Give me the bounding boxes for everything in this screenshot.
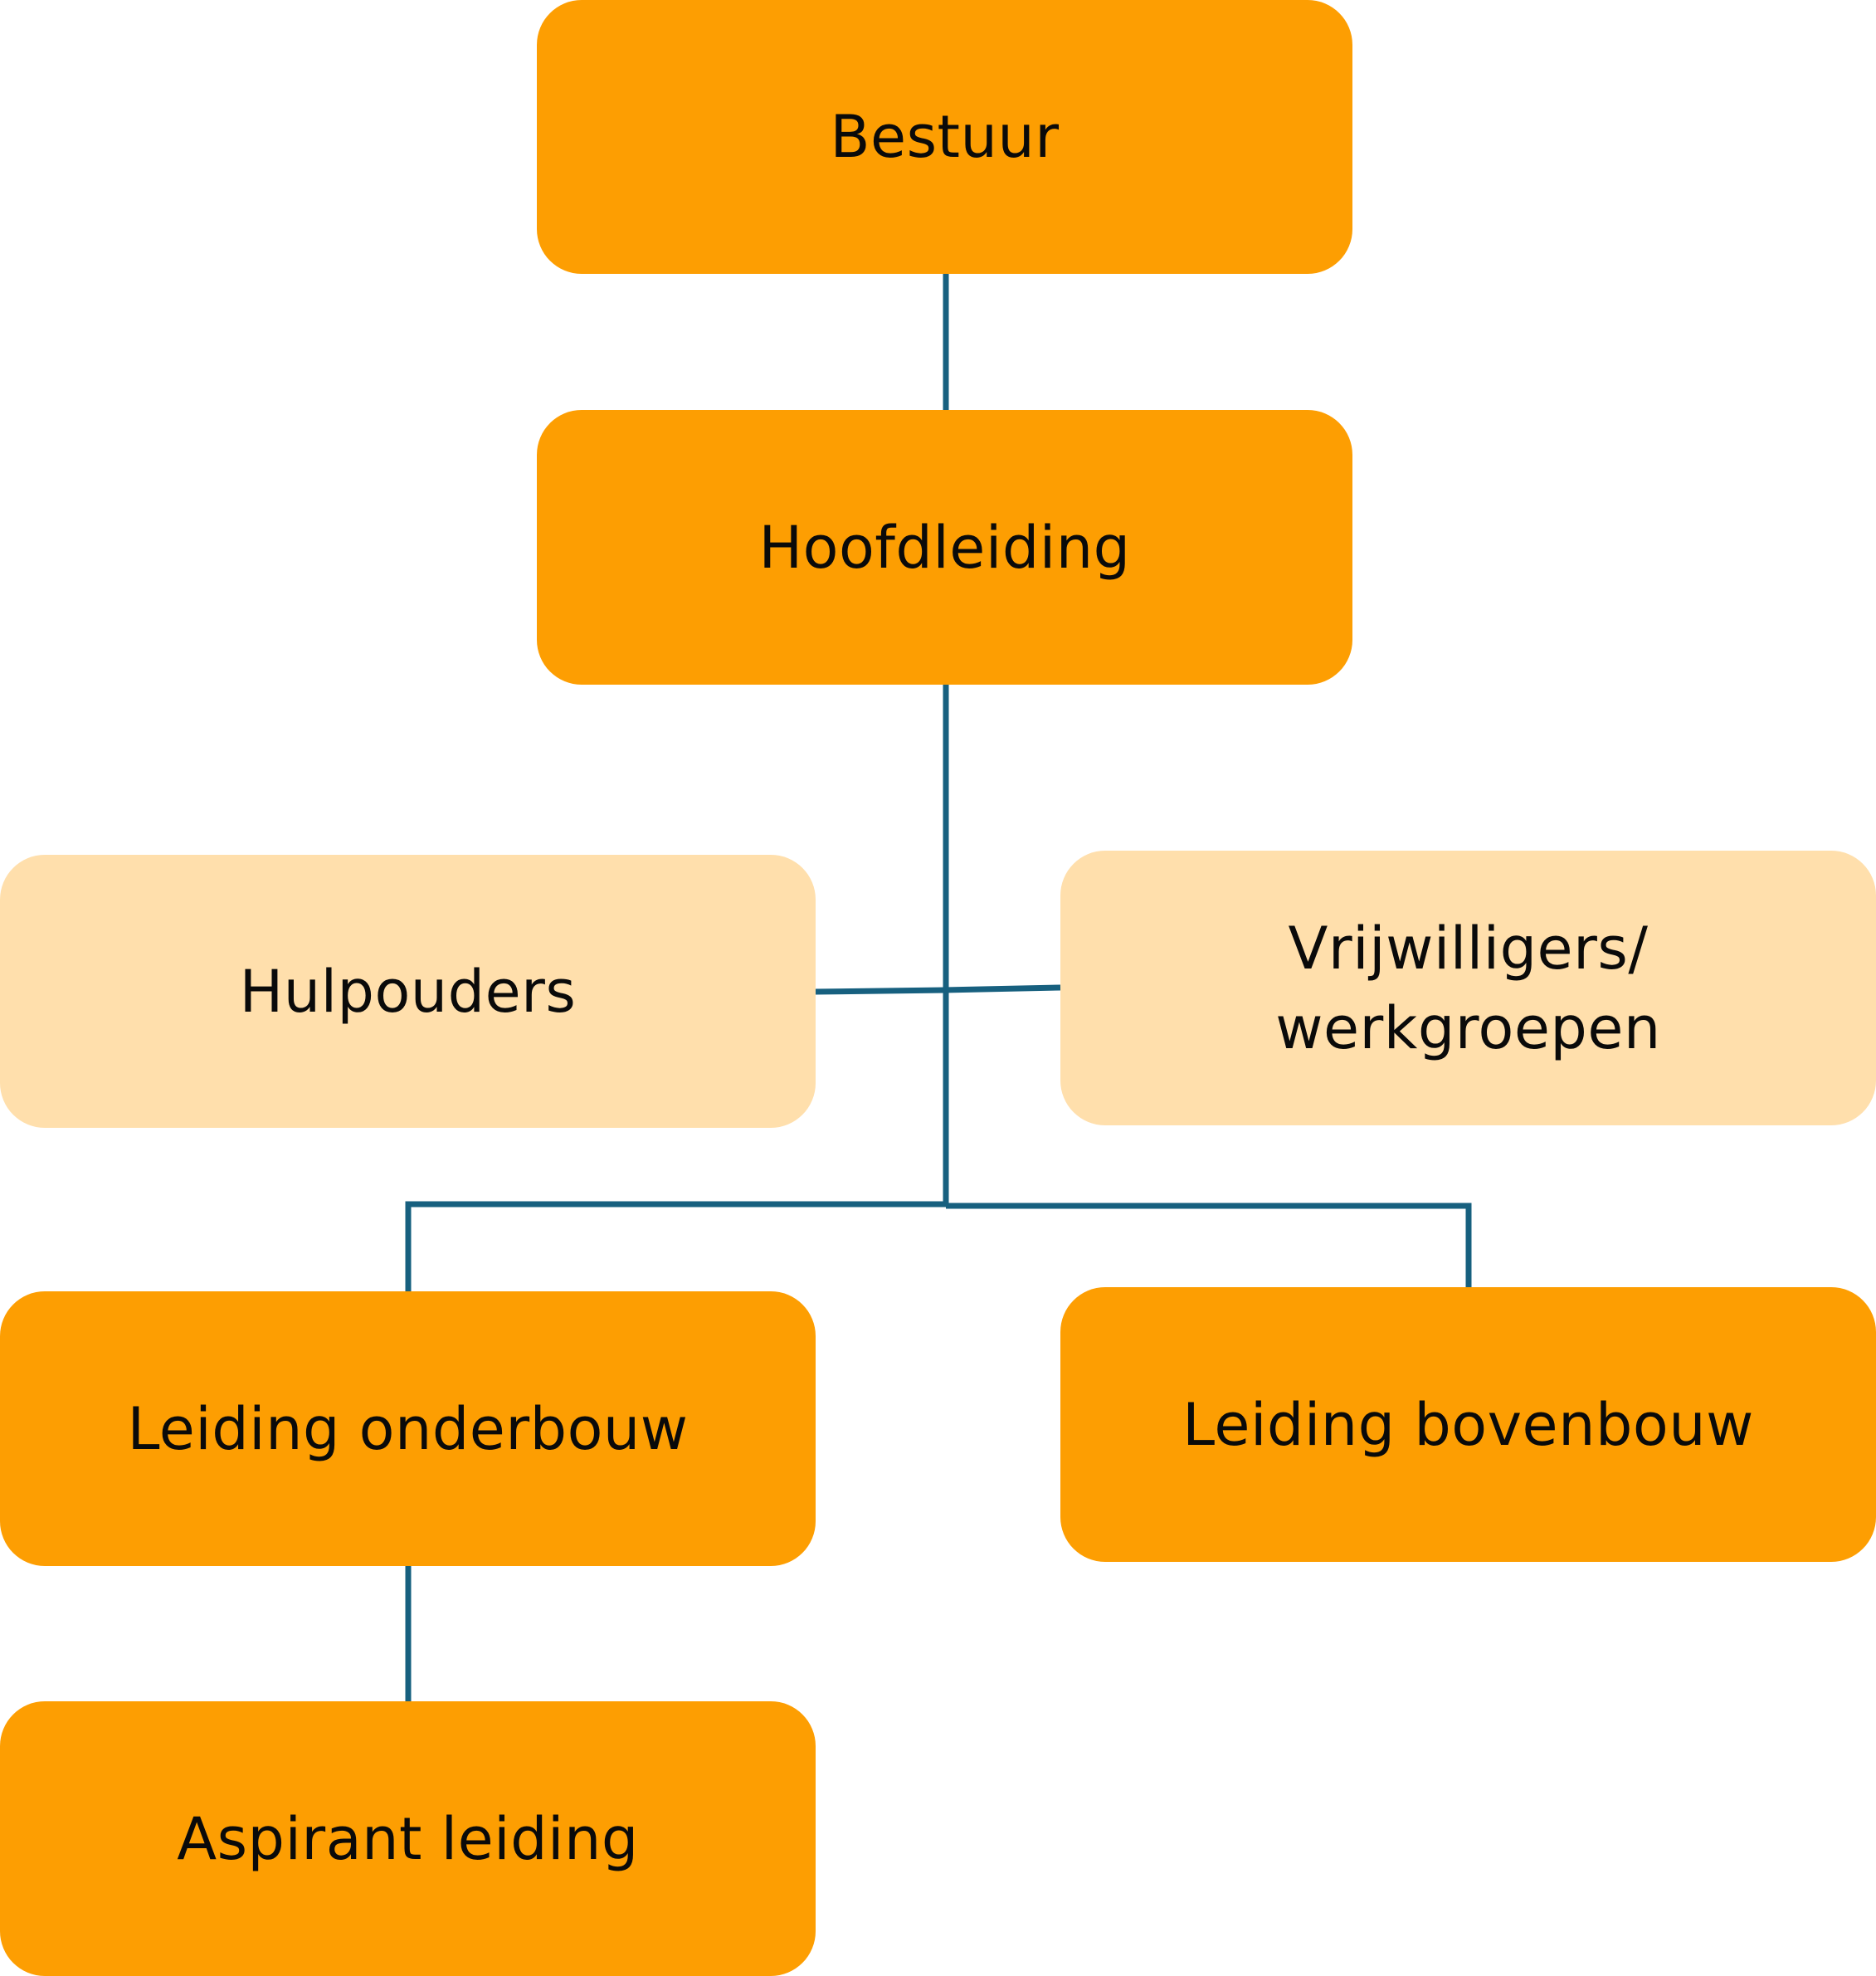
connector-leiding-bovenbouw [946, 1203, 1472, 1287]
connector-vrijwilligers [945, 984, 1061, 993]
node-aspirant-leiding: Aspirant leiding [0, 1701, 816, 1976]
connector-leiding-onderbouw [405, 1201, 946, 1291]
node-label: Hulpouders [239, 957, 577, 1026]
node-label: Aspirant leiding [177, 1804, 639, 1873]
node-hulpouders: Hulpouders [0, 855, 816, 1128]
node-leiding-bovenbouw: Leiding bovenbouw [1060, 1287, 1876, 1562]
node-hoofdleiding: Hoofdleiding [537, 410, 1352, 685]
node-vrijwilligers-werkgroepen: Vrijwilligers/ werkgroepen [1060, 851, 1876, 1125]
node-label: Leiding bovenbouw [1182, 1390, 1754, 1459]
node-label: Bestuur [830, 103, 1060, 171]
node-label: Leiding onderbouw [127, 1394, 689, 1463]
node-label-line2: werkgroepen [1275, 993, 1661, 1062]
node-label-group: Vrijwilligers/ werkgroepen [1275, 909, 1661, 1068]
node-leiding-onderbouw: Leiding onderbouw [0, 1291, 816, 1566]
node-bestuur: Bestuur [537, 0, 1352, 274]
node-label: Hoofdleiding [758, 513, 1131, 582]
connector-hulpouders [815, 987, 947, 995]
node-label-line1: Vrijwilligers/ [1288, 914, 1649, 983]
